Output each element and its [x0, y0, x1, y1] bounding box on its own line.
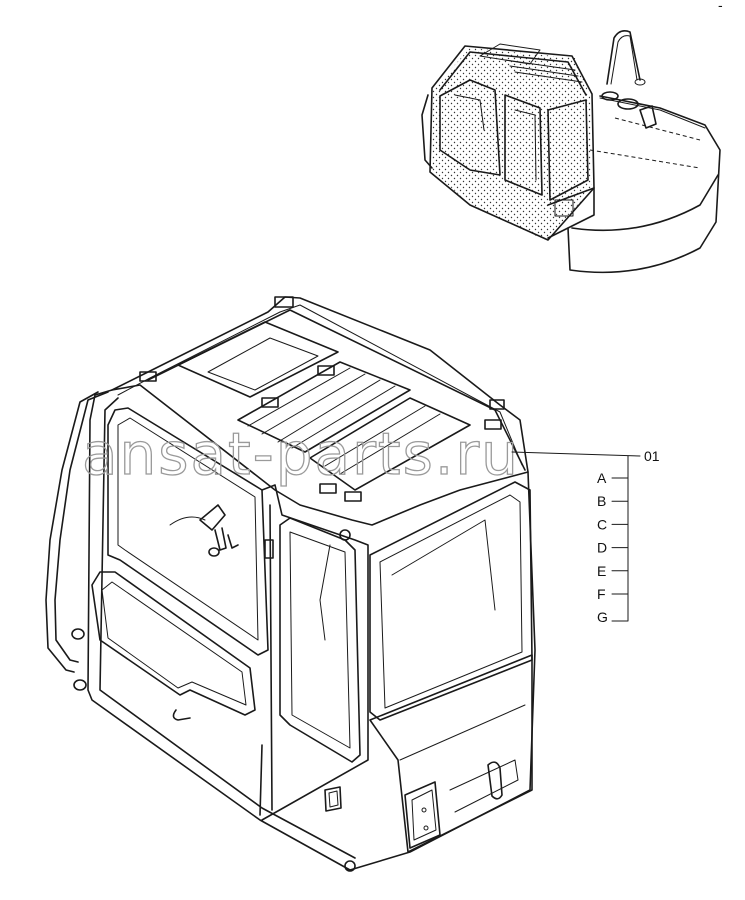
- main-cab: [45, 296, 536, 872]
- variant-label-g: G: [597, 609, 608, 625]
- corner-mark: -: [718, 0, 723, 13]
- variant-label-b: B: [597, 493, 606, 509]
- variant-label-f: F: [597, 586, 606, 602]
- variant-label-c: C: [597, 516, 607, 532]
- variant-label-e: E: [597, 563, 606, 579]
- variant-label-a: A: [597, 470, 607, 486]
- variant-bracket: [611, 455, 629, 622]
- leader-line: [511, 451, 641, 457]
- part-number-label: 01: [644, 448, 660, 464]
- overview-inset: [421, 30, 721, 274]
- watermark: ansat-parts.ru: [82, 420, 520, 488]
- variant-label-d: D: [597, 540, 607, 556]
